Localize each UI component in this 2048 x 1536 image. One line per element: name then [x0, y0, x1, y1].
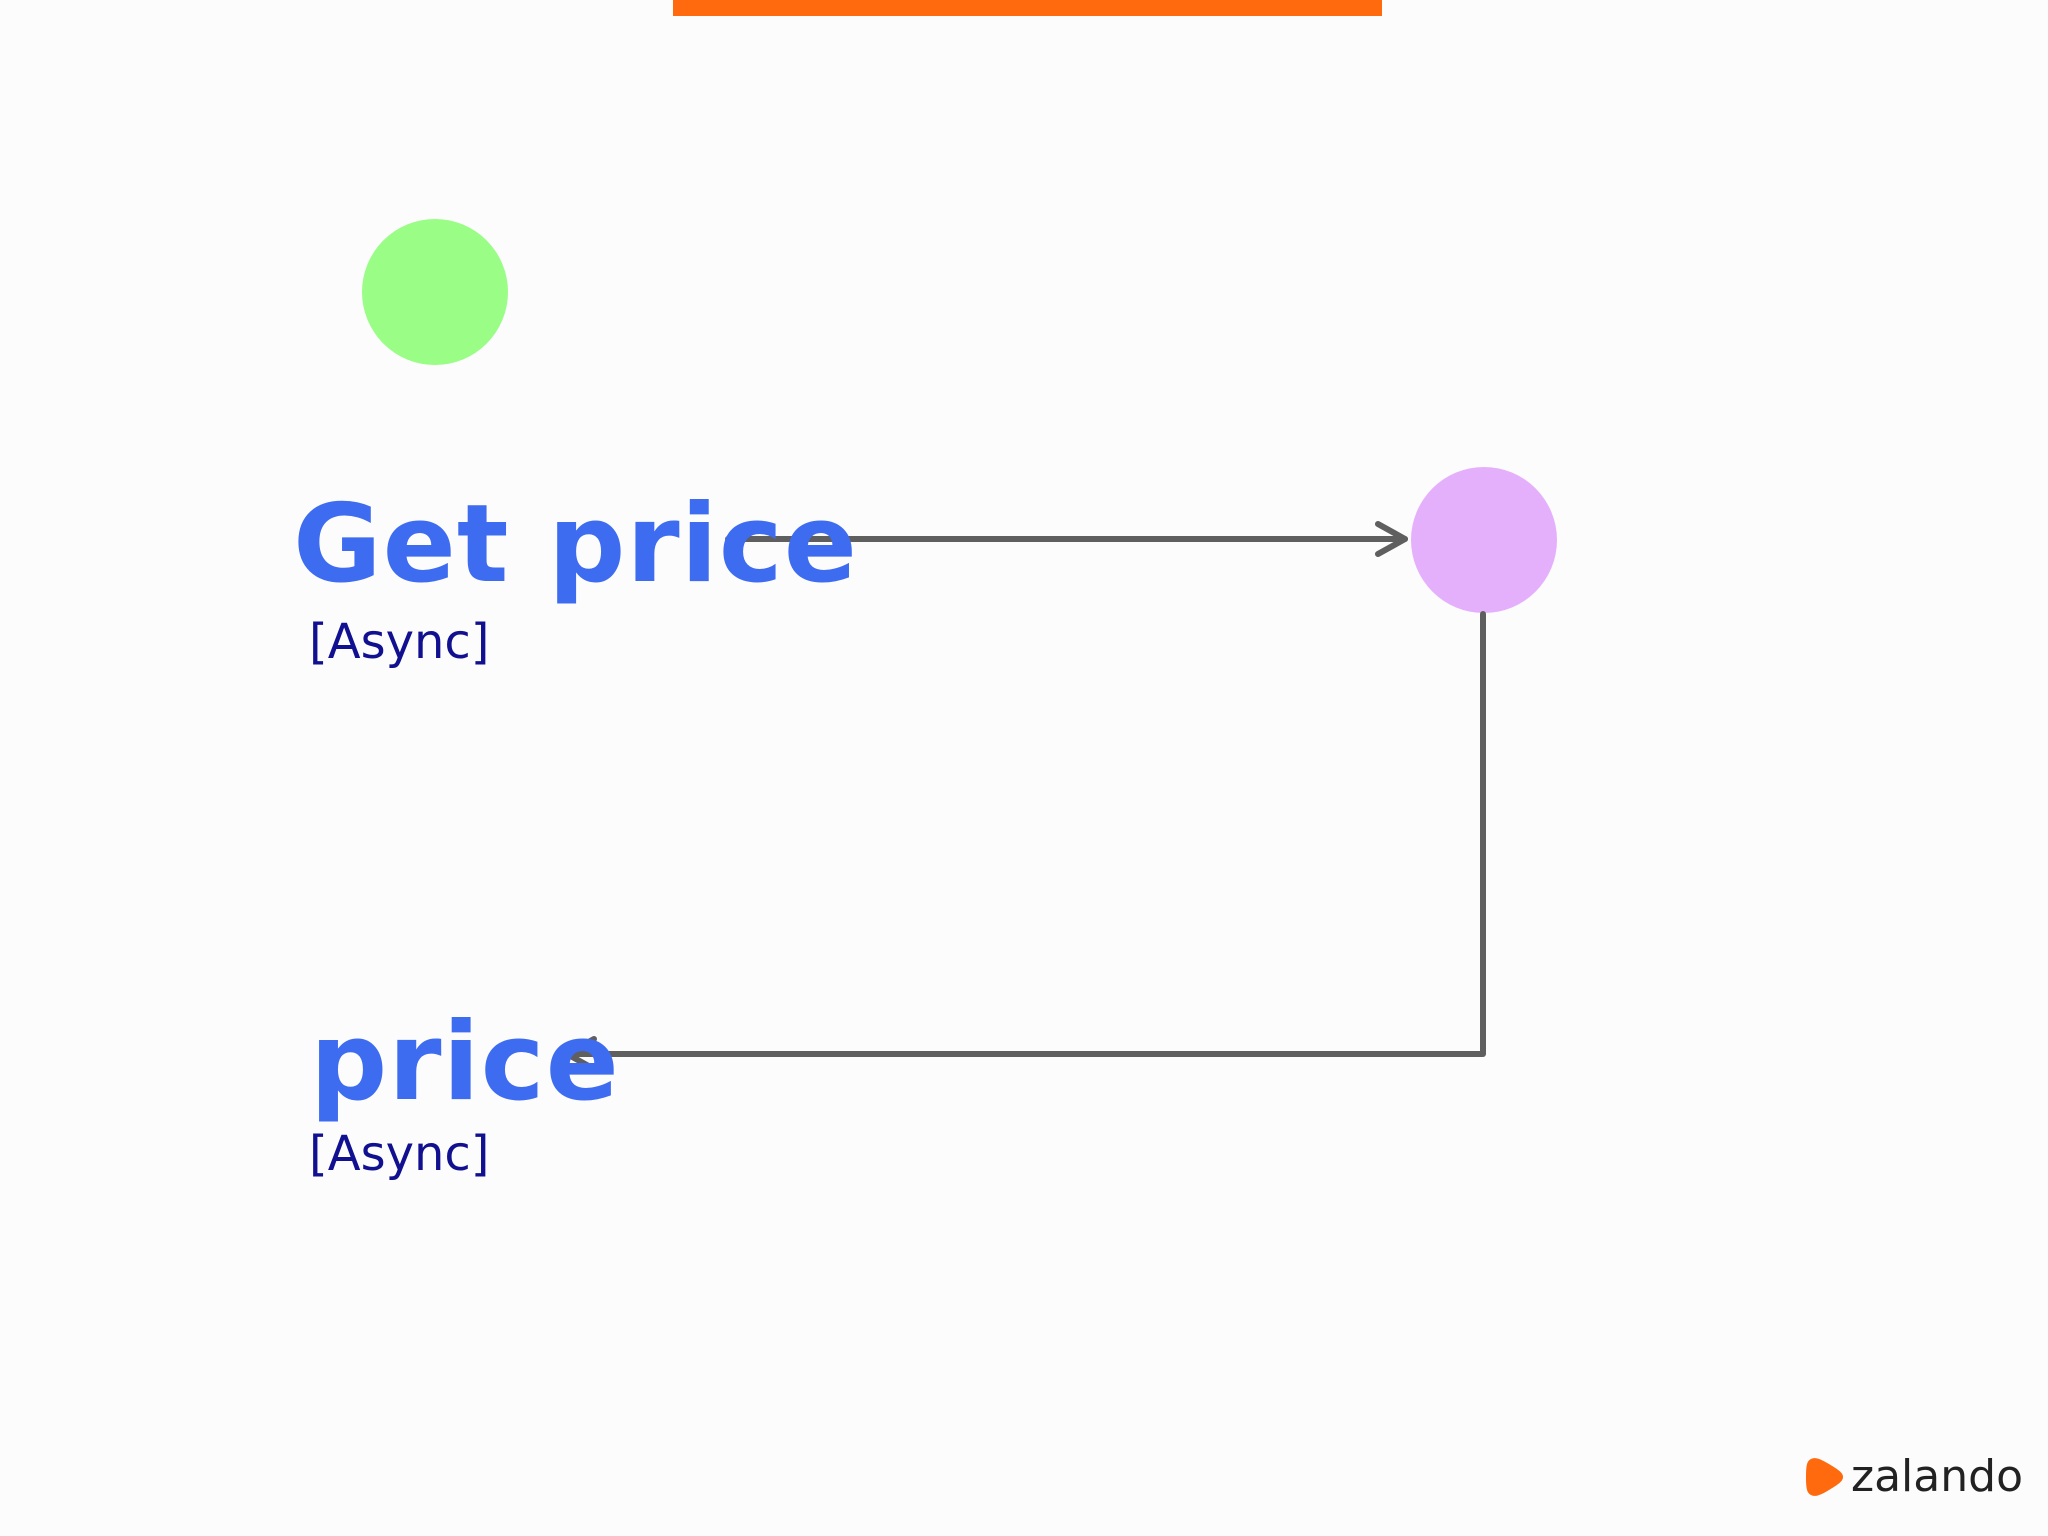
brand-name: zalando [1851, 1451, 2023, 1502]
brand-logo: zalando [1805, 1455, 2023, 1499]
response-arrowhead [564, 1036, 597, 1072]
response-mode-label: [Async] [309, 1126, 490, 1182]
response-label: price [310, 1000, 620, 1125]
client-node [362, 219, 508, 365]
request-arrowhead [1375, 521, 1408, 557]
zalando-play-icon [1806, 1458, 1843, 1496]
request-mode-label: [Async] [309, 614, 490, 670]
accent-bar [673, 0, 1382, 16]
request-label: Get price [293, 482, 858, 607]
response-arrow-line [561, 611, 1486, 1057]
service-node [1411, 467, 1557, 613]
